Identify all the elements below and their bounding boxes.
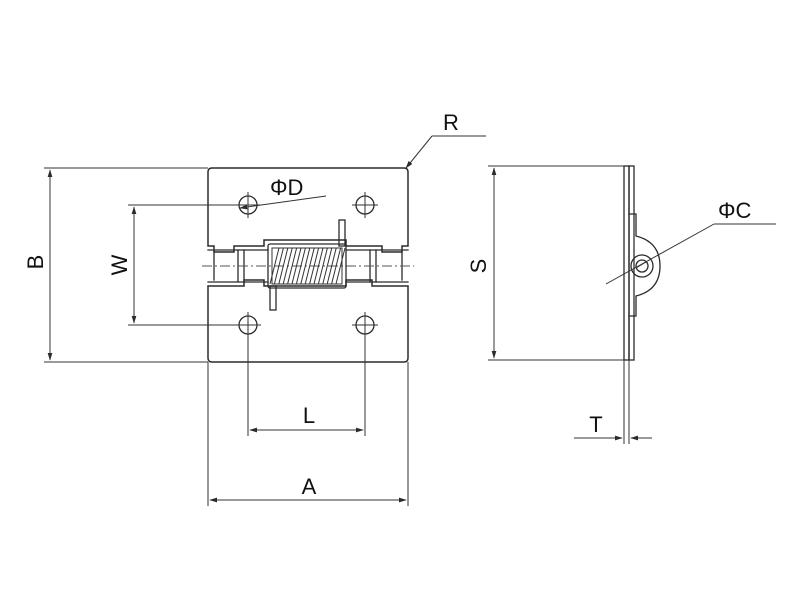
dim-side-height-s: S — [466, 165, 624, 361]
dim-radius: R — [405, 110, 486, 169]
spring-coil — [300, 247, 311, 285]
spring-coil — [313, 247, 324, 285]
spring-coil — [295, 247, 306, 285]
side-leaf-outer — [623, 165, 630, 361]
side-pin-inner — [635, 259, 649, 273]
spring-coil — [331, 247, 342, 285]
spring-coil — [273, 247, 284, 285]
dim-hole-spacing-l: L — [247, 334, 366, 436]
label-pin-diameter: ΦC — [718, 198, 752, 223]
front-view — [202, 167, 414, 363]
side-view — [623, 165, 661, 361]
spring-coil — [335, 247, 346, 285]
label-radius: R — [443, 110, 459, 135]
label-width-a: A — [302, 474, 317, 499]
mounting-holes — [235, 192, 378, 338]
spring-coil — [317, 247, 328, 285]
spring-coil — [304, 247, 315, 285]
top-leaf — [207, 167, 409, 253]
spring-coil — [326, 247, 337, 285]
dim-hole-diameter: ΦD — [239, 175, 327, 210]
spring-leg-bottom — [269, 285, 277, 311]
dim-width-a: A — [207, 362, 409, 506]
hole-top-right — [352, 192, 378, 218]
side-knuckle — [628, 213, 661, 317]
spring-coil — [291, 247, 302, 285]
dim-thickness-t: T — [574, 360, 652, 444]
spring-leg-top — [338, 219, 346, 247]
spring-coil — [282, 247, 293, 285]
side-pin-outer — [630, 254, 654, 278]
spring-coil — [322, 247, 333, 285]
spring — [267, 219, 347, 311]
label-thickness-t: T — [589, 412, 602, 437]
dim-height-b: B — [23, 167, 208, 363]
dim-hole-spacing-w: W — [107, 204, 240, 326]
spring-coil — [278, 247, 289, 285]
spring-coil — [287, 247, 298, 285]
label-side-height-s: S — [466, 259, 491, 274]
bottom-leaf — [207, 279, 409, 363]
label-hole-spacing-l: L — [303, 403, 315, 428]
knuckle-right-outer — [375, 249, 409, 283]
label-height-b: B — [23, 255, 48, 270]
spring-coil — [309, 247, 320, 285]
dim-pin-diameter: ΦC — [605, 198, 776, 285]
label-hole-spacing-w: W — [107, 254, 132, 275]
label-hole-diameter: ΦD — [270, 175, 303, 200]
spring-coil — [269, 247, 280, 285]
